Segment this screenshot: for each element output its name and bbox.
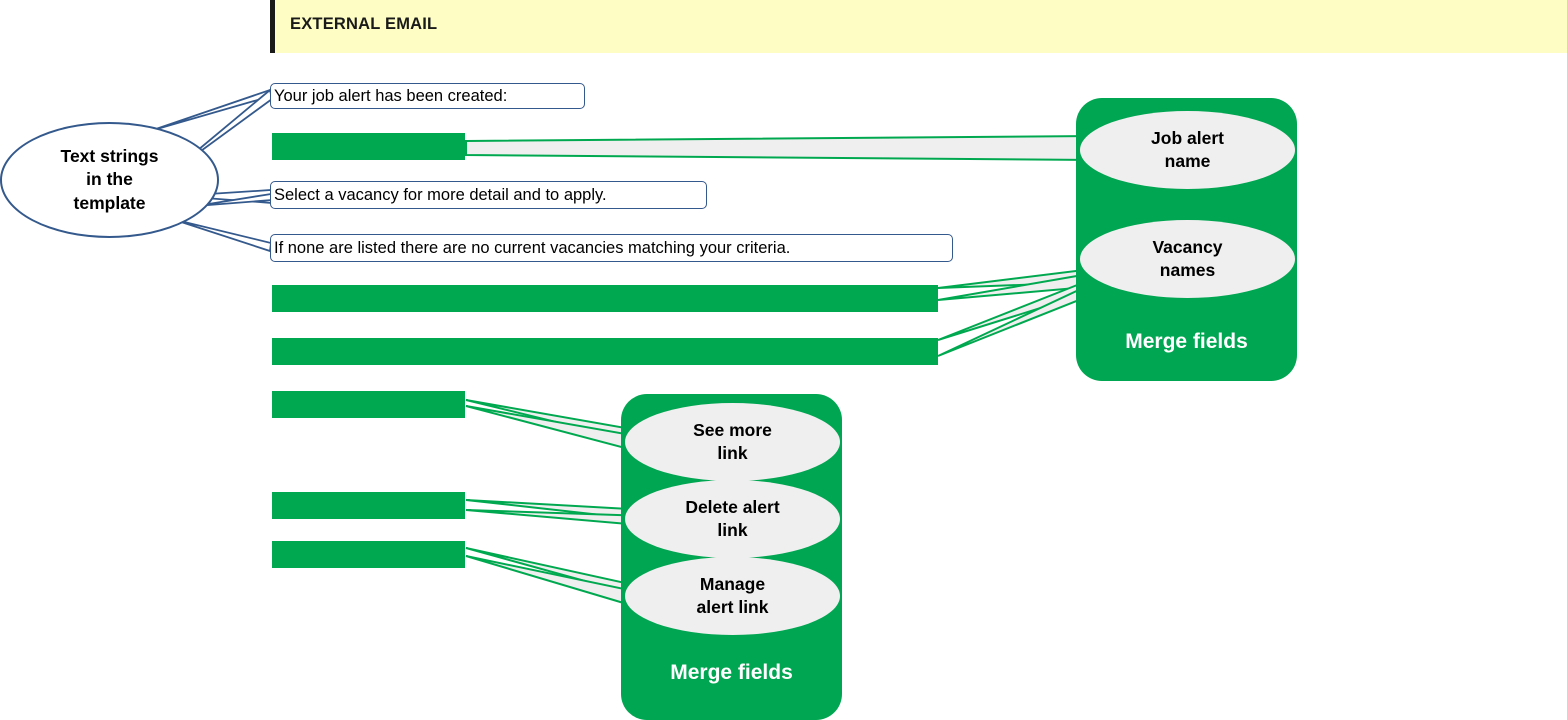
connector-job-alert-name: [465, 134, 1096, 162]
merge-field-job-alert-name: Job alert name: [1080, 111, 1295, 189]
merge-field-delete-alert-link: Delete alert link: [625, 480, 840, 558]
merge-fields-panel-top: Job alert name Vacancy names Merge field…: [1076, 98, 1297, 381]
merge-field-manage-alert-link-line-2: alert link: [696, 597, 769, 617]
merge-bar-vacancy-name-1: [272, 285, 938, 312]
merge-field-vacancy-names-line-1: Vacancy: [1152, 237, 1223, 258]
source-ellipse-line-1: Text strings: [60, 146, 159, 167]
green-connectors: [465, 134, 1102, 606]
source-ellipse-line-3: template: [73, 192, 146, 213]
merge-bar-manage-alert-link: [272, 541, 465, 568]
merge-field-delete-alert-link-line-1: Delete alert: [685, 497, 780, 518]
template-string-2: Select a vacancy for more detail and to …: [270, 181, 707, 209]
external-email-banner: [270, 0, 1567, 53]
merge-field-see-more-link: See more link: [625, 403, 840, 481]
merge-field-job-alert-name-line-2: name: [1164, 151, 1211, 171]
merge-field-vacancy-names-line-2: names: [1159, 260, 1216, 280]
merge-bar-delete-alert-link: [272, 492, 465, 519]
merge-field-see-more-link-line-1: See more: [693, 420, 772, 441]
merge-field-manage-alert-link: Manage alert link: [625, 557, 840, 635]
text-strings-source-ellipse: Text strings in the template: [0, 122, 219, 238]
merge-fields-panel-top-title: Merge fields: [1125, 330, 1248, 353]
merge-field-see-more-link-line-2: link: [717, 443, 748, 463]
merge-bar-vacancy-name-2: [272, 338, 938, 365]
merge-field-vacancy-names: Vacancy names: [1080, 220, 1295, 298]
connector-to-string-3: [171, 218, 272, 253]
template-string-3: If none are listed there are no current …: [270, 234, 953, 262]
external-email-banner-label: EXTERNAL EMAIL: [290, 15, 438, 33]
source-ellipse-line-2: in the: [86, 169, 133, 190]
template-string-1: Your job alert has been created:: [270, 83, 585, 109]
merge-field-job-alert-name-line-1: Job alert: [1151, 128, 1224, 149]
merge-fields-panel-bottom: See more link Delete alert link Manage a…: [621, 394, 842, 720]
merge-bar-see-more-link: [272, 391, 465, 418]
merge-field-manage-alert-link-line-1: Manage: [699, 574, 766, 595]
merge-fields-panel-bottom-title: Merge fields: [670, 661, 793, 684]
external-email-banner-rule: [270, 0, 275, 53]
merge-field-delete-alert-link-line-2: link: [717, 520, 748, 540]
merge-bar-job-alert-name: [272, 133, 465, 160]
